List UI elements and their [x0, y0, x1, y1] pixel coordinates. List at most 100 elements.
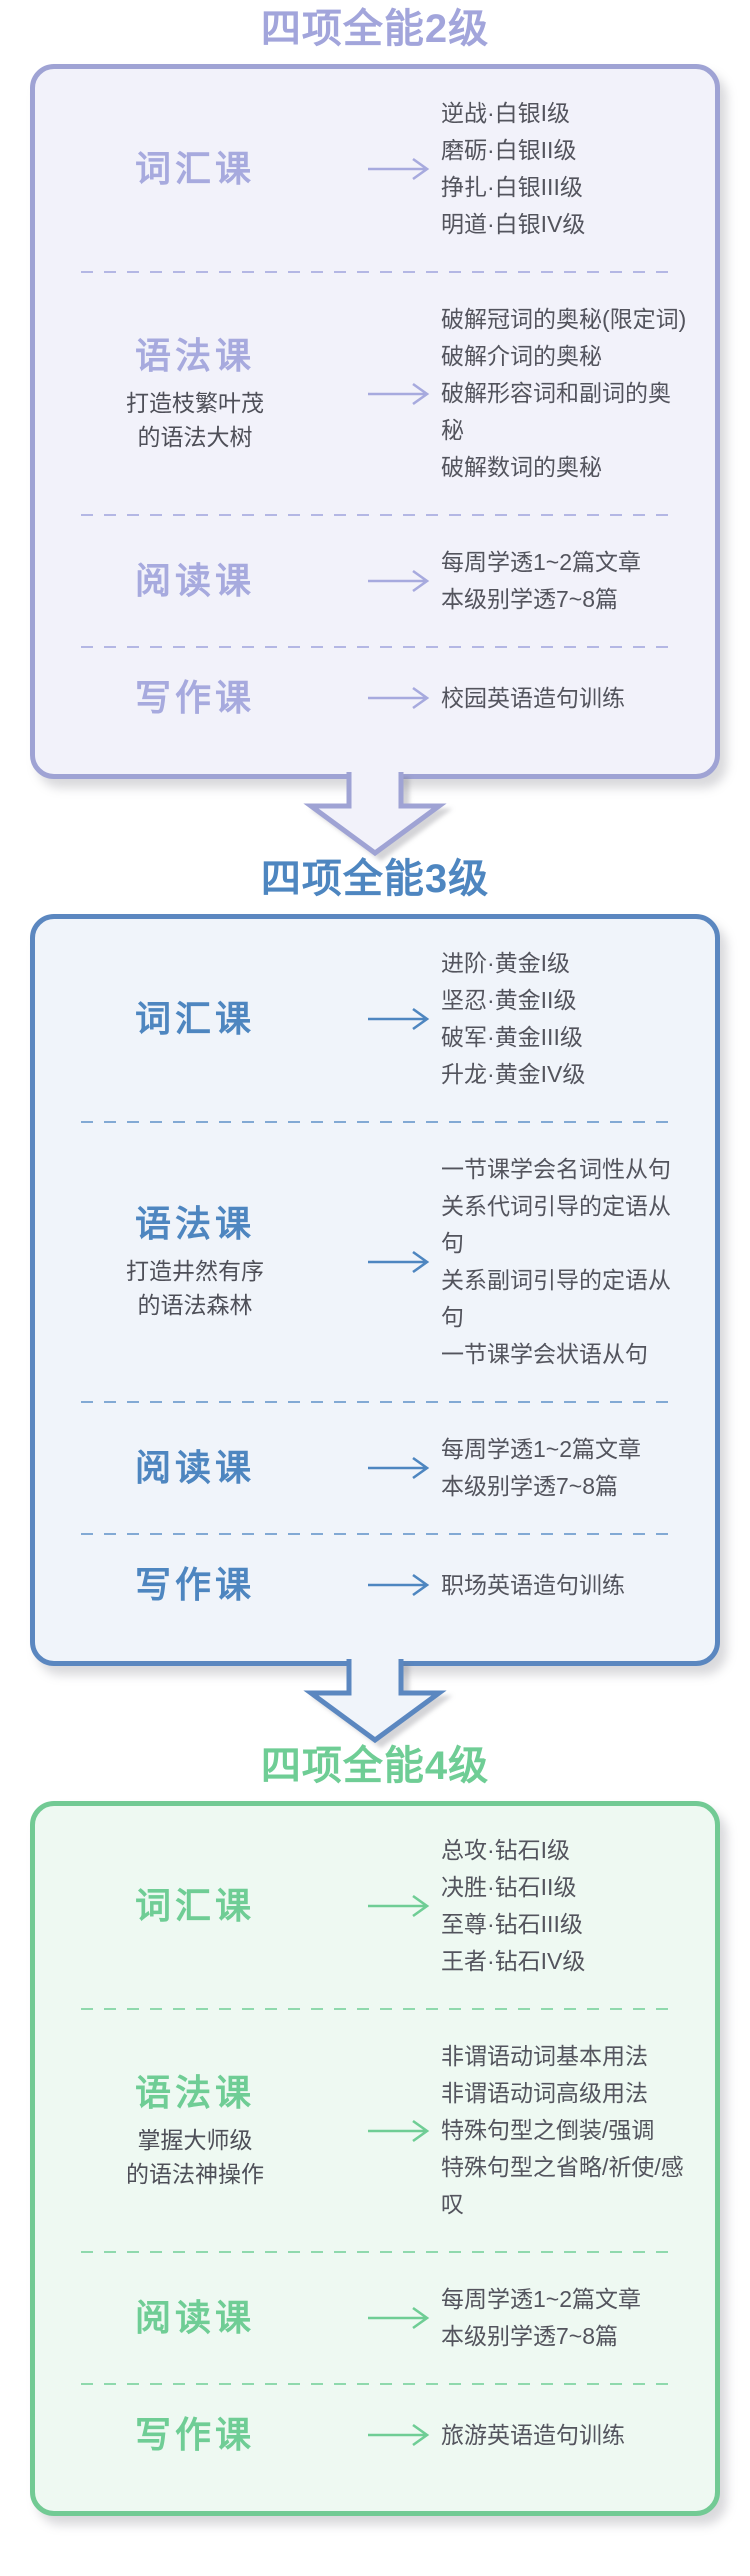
course-row: 词汇课 总攻·钻石I级决胜·钻石II级至尊·钻石III级王者·钻石IV级 — [35, 1806, 715, 2006]
course-label: 语法课 — [134, 334, 255, 376]
course-row: 阅读课 每周学透1~2篇文章本级别学透7~8篇 — [35, 2255, 715, 2381]
course-item: 总攻·钻石I级 — [441, 1837, 571, 1863]
course-subtitle-line: 打造井然有序 — [126, 1258, 264, 1284]
course-label: 词汇课 — [134, 148, 255, 189]
level-section: 四项全能2级 词汇课 逆战·白银I级磨砺·白银II级挣扎·白银III级明道·白银… — [0, 0, 750, 857]
course-item: 每周学透1~2篇文章 — [441, 1436, 642, 1462]
course-item: 特殊句型之省略/祈使/感叹 — [441, 2154, 684, 2217]
course-item: 坚忍·黄金II级 — [441, 987, 577, 1013]
course-subtitle-line: 掌握大师级 — [137, 2126, 253, 2153]
course-item: 至尊·钻石III级 — [441, 1911, 583, 1937]
course-item: 关系副词引导的定语从句 — [441, 1267, 671, 1330]
course-item: 升龙·黄金IV级 — [441, 1061, 586, 1087]
course-items: 进阶·黄金I级坚忍·黄金II级破军·黄金III级升龙·黄金IV级 — [441, 945, 687, 1093]
course-item: 本级别学透7~8篇 — [441, 586, 619, 612]
course-subtitle: 打造井然有序的语法森林 — [35, 1254, 355, 1322]
arrow-down-icon — [0, 1659, 750, 1744]
dashed-divider — [81, 1401, 669, 1403]
level-card: 词汇课 总攻·钻石I级决胜·钻石II级至尊·钻石III级王者·钻石IV级 语法课… — [30, 1801, 720, 2516]
course-label-group: 写作课 — [35, 1563, 355, 1607]
course-label-group: 词汇课 — [35, 147, 355, 191]
course-label-group: 写作课 — [35, 2413, 355, 2457]
course-items: 非谓语动词基本用法非谓语动词高级用法特殊句型之倒装/强调特殊句型之省略/祈使/感… — [441, 2038, 687, 2223]
level-title: 四项全能3级 — [260, 857, 490, 901]
arrow-right-icon — [355, 1006, 441, 1032]
course-items: 一节课学会名词性从句关系代词引导的定语从句关系副词引导的定语从句一节课学会状语从… — [441, 1151, 687, 1373]
course-label: 词汇课 — [134, 998, 255, 1039]
course-label-group: 语法课 打造枝繁叶茂的语法大树 — [35, 334, 355, 454]
course-label: 阅读课 — [134, 2297, 255, 2338]
dashed-divider — [81, 646, 669, 648]
course-item: 王者·钻石IV级 — [441, 1948, 586, 1974]
level-card: 词汇课 进阶·黄金I级坚忍·黄金II级破军·黄金III级升龙·黄金IV级 语法课… — [30, 914, 720, 1666]
course-label-group: 阅读课 — [35, 2296, 355, 2340]
course-row: 阅读课 每周学透1~2篇文章本级别学透7~8篇 — [35, 1405, 715, 1531]
course-items: 每周学透1~2篇文章本级别学透7~8篇 — [441, 2281, 687, 2355]
course-label: 阅读课 — [134, 1447, 255, 1488]
level-title: 四项全能4级 — [260, 1744, 490, 1788]
course-row: 写作课 校园英语造句训练 — [35, 650, 715, 774]
course-items: 破解冠词的奥秘(限定词)破解介词的奥秘破解形容词和副词的奥秘破解数词的奥秘 — [441, 301, 687, 486]
course-row: 写作课 职场英语造句训练 — [35, 1537, 715, 1661]
course-item: 破解介词的奥秘 — [441, 343, 602, 369]
course-items: 每周学透1~2篇文章本级别学透7~8篇 — [441, 1431, 687, 1505]
course-label-group: 词汇课 — [35, 1884, 355, 1928]
level-section: 四项全能3级 词汇课 进阶·黄金I级坚忍·黄金II级破军·黄金III级升龙·黄金… — [0, 850, 750, 1744]
course-label-group: 写作课 — [35, 676, 355, 720]
bottom-spacer — [0, 2516, 750, 2576]
arrow-right-icon — [355, 2422, 441, 2448]
course-item: 破解数词的奥秘 — [441, 454, 602, 480]
dashed-divider — [81, 2251, 669, 2253]
arrow-right-icon — [355, 1455, 441, 1481]
level-title: 四项全能2级 — [260, 7, 490, 51]
course-item: 逆战·白银I级 — [441, 100, 571, 126]
course-label: 写作课 — [134, 1564, 255, 1605]
course-item: 决胜·钻石II级 — [441, 1874, 577, 1900]
course-row: 语法课 打造井然有序的语法森林 一节课学会名词性从句关系代词引导的定语从句关系副… — [35, 1125, 715, 1399]
level-section: 四项全能4级 词汇课 总攻·钻石I级决胜·钻石II级至尊·钻石III级王者·钻石… — [0, 1737, 750, 2516]
course-item: 旅游英语造句训练 — [441, 2421, 625, 2448]
course-label: 阅读课 — [134, 560, 255, 601]
course-items: 校园英语造句训练 — [441, 680, 687, 717]
level-card: 词汇课 逆战·白银I级磨砺·白银II级挣扎·白银III级明道·白银IV级 语法课… — [30, 64, 720, 779]
course-item: 磨砺·白银II级 — [441, 137, 577, 163]
course-subtitle-line: 的语法大树 — [137, 423, 253, 450]
course-subtitle-line: 打造枝繁叶茂 — [126, 389, 264, 416]
course-label-group: 语法课 掌握大师级的语法神操作 — [35, 2071, 355, 2191]
arrow-right-icon — [355, 1893, 441, 1919]
course-items: 职场英语造句训练 — [441, 1567, 687, 1604]
course-subtitle: 掌握大师级的语法神操作 — [35, 2123, 355, 2191]
arrow-right-icon — [355, 685, 441, 711]
arrow-down-icon — [0, 772, 750, 857]
course-label: 写作课 — [134, 2414, 255, 2455]
course-row: 词汇课 逆战·白银I级磨砺·白银II级挣扎·白银III级明道·白银IV级 — [35, 69, 715, 269]
course-item: 明道·白银IV级 — [441, 211, 586, 237]
dashed-divider — [81, 271, 669, 273]
arrow-right-icon — [355, 156, 441, 182]
arrow-right-icon — [355, 1572, 441, 1598]
course-row: 写作课 旅游英语造句训练 — [35, 2387, 715, 2511]
arrow-right-icon — [355, 2118, 441, 2144]
course-label: 语法课 — [134, 1203, 255, 1244]
course-label: 词汇课 — [134, 1885, 255, 1926]
course-subtitle-line: 的语法神操作 — [126, 2160, 264, 2187]
course-row: 词汇课 进阶·黄金I级坚忍·黄金II级破军·黄金III级升龙·黄金IV级 — [35, 919, 715, 1119]
course-item: 破军·黄金III级 — [441, 1024, 583, 1050]
arrow-right-icon — [355, 1249, 441, 1275]
course-items: 每周学透1~2篇文章本级别学透7~8篇 — [441, 544, 687, 618]
arrow-right-icon — [355, 568, 441, 594]
course-items: 旅游英语造句训练 — [441, 2417, 687, 2454]
course-levels-diagram: 四项全能2级 词汇课 逆战·白银I级磨砺·白银II级挣扎·白银III级明道·白银… — [0, 0, 750, 2516]
course-item: 每周学透1~2篇文章 — [441, 549, 642, 575]
course-item: 进阶·黄金I级 — [441, 950, 571, 976]
course-items: 总攻·钻石I级决胜·钻石II级至尊·钻石III级王者·钻石IV级 — [441, 1832, 687, 1980]
course-label: 语法课 — [134, 2071, 255, 2113]
arrow-right-icon — [355, 381, 441, 407]
course-label-group: 词汇课 — [35, 997, 355, 1041]
dashed-divider — [81, 2008, 669, 2010]
course-item: 每周学透1~2篇文章 — [441, 2286, 642, 2312]
course-item: 一节课学会状语从句 — [441, 1341, 648, 1367]
arrow-right-icon — [355, 2305, 441, 2331]
course-label: 写作课 — [134, 677, 255, 718]
course-item: 职场英语造句训练 — [441, 1571, 625, 1598]
